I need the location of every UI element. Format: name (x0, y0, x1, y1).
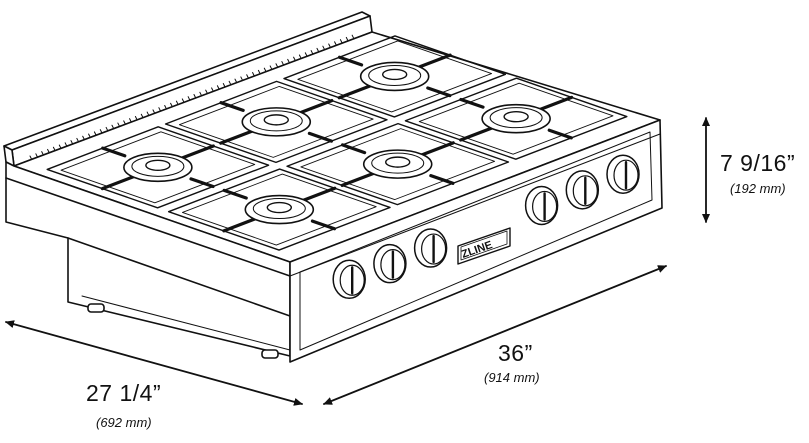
grate-finger (426, 86, 452, 98)
width-dimension-line (323, 265, 667, 405)
grate-finger (340, 171, 378, 188)
burner-inner-ring (368, 64, 422, 86)
burner-cap (385, 156, 411, 168)
grate-inner (300, 128, 496, 201)
grate-finger (536, 95, 574, 112)
grate (286, 122, 510, 206)
grate-finger (418, 141, 455, 158)
grate-finger (547, 128, 573, 140)
grate (167, 168, 391, 251)
grate-inner (297, 40, 492, 113)
grate-finger (337, 55, 364, 67)
grate-inner (178, 85, 374, 158)
burner-cap (503, 110, 529, 123)
grate-finger (459, 125, 496, 142)
grate-finger (415, 53, 452, 70)
burners (123, 61, 551, 225)
grate-finger (222, 216, 259, 233)
grate-finger (340, 143, 367, 155)
burner-inner-ring (131, 155, 185, 177)
grate-finger (296, 98, 334, 115)
grate-finger (100, 174, 138, 191)
width-dimension-metric: (914 mm) (484, 370, 540, 385)
burner-cap (263, 114, 289, 126)
depth-dimension-label: 27 1/4” (86, 380, 162, 406)
grate-inner (418, 82, 614, 155)
grate-finger (219, 128, 256, 145)
grate-finger (219, 101, 245, 112)
brand-badge (457, 227, 511, 265)
grate-finger (337, 83, 375, 100)
burner-grates (46, 35, 628, 251)
rear-backsplash (3, 11, 373, 167)
width-dimension-label: 36” (498, 340, 533, 366)
grate (404, 77, 628, 160)
burner-inner-ring (371, 152, 425, 174)
grate-finger (310, 219, 337, 231)
grate (164, 80, 388, 164)
grate-finger (307, 131, 334, 143)
grate (46, 126, 270, 209)
grate-inner (60, 131, 256, 204)
grate-finger (178, 144, 215, 161)
burner-cap (145, 159, 171, 172)
burner-inner-ring (252, 198, 306, 220)
height-dimension-metric: (192 mm) (730, 181, 786, 196)
burner-inner-ring (249, 110, 303, 132)
grate-finger (101, 146, 127, 158)
grate-finger (299, 186, 337, 203)
burner-cap (266, 201, 293, 214)
depth-dimension-line (5, 320, 303, 406)
grate-finger (459, 97, 485, 109)
grate-finger (189, 177, 215, 189)
height-dimension-label: 7 9/16” (720, 150, 796, 176)
grate-finger (429, 174, 455, 185)
grate-inner (181, 173, 377, 246)
grate-finger (222, 188, 248, 200)
burner-inner-ring (489, 107, 543, 129)
grate (283, 35, 507, 118)
depth-dimension-metric: (692 mm) (96, 415, 152, 430)
burner-cap (381, 68, 408, 81)
